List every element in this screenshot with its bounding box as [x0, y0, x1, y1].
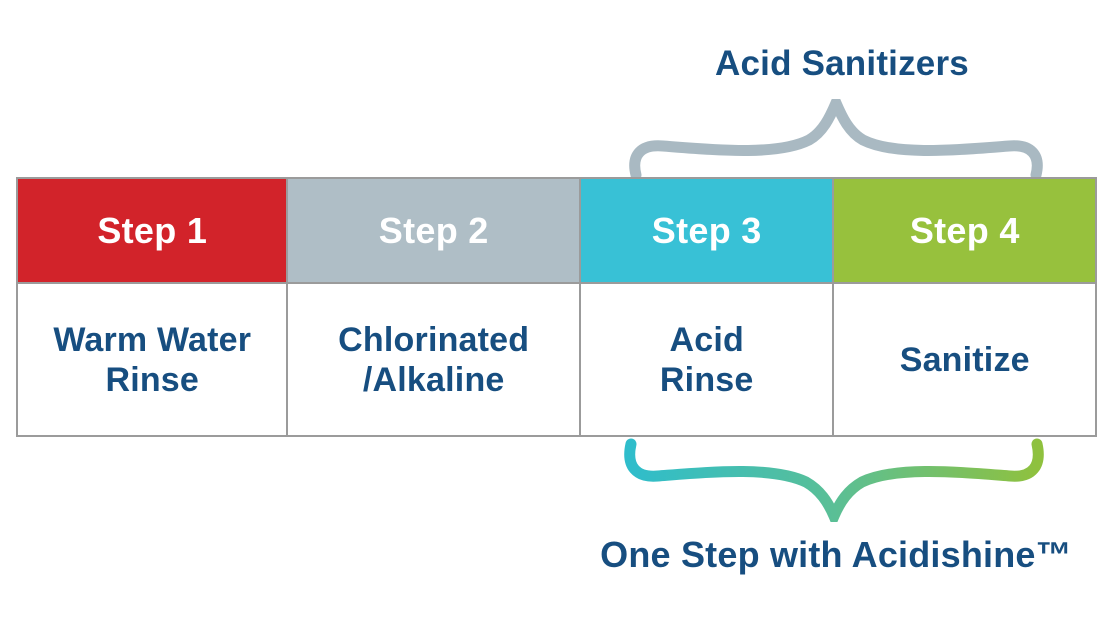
step-2-header: Step 2 — [288, 179, 579, 283]
acid-sanitizers-title: Acid Sanitizers — [715, 44, 969, 83]
brace-top-path — [629, 99, 1043, 179]
steps-table: Step 1 Step 2 Step 3 Step 4 Warm Water R… — [16, 177, 1097, 437]
one-step-brace — [624, 438, 1044, 522]
step-2-description: Chlorinated /Alkaline — [288, 284, 579, 435]
acid-sanitizers-brace — [629, 99, 1043, 179]
step-3-description: Acid Rinse — [580, 284, 833, 435]
step-1-description: Warm Water Rinse — [18, 284, 287, 435]
one-step-label: One Step with Acidishine™ — [600, 534, 1072, 575]
step-4-header: Step 4 — [834, 179, 1095, 283]
step-1-header: Step 1 — [18, 179, 287, 283]
step-3-header: Step 3 — [580, 179, 833, 283]
step-4-description: Sanitize — [834, 284, 1095, 435]
brace-bottom-path — [624, 438, 1044, 522]
